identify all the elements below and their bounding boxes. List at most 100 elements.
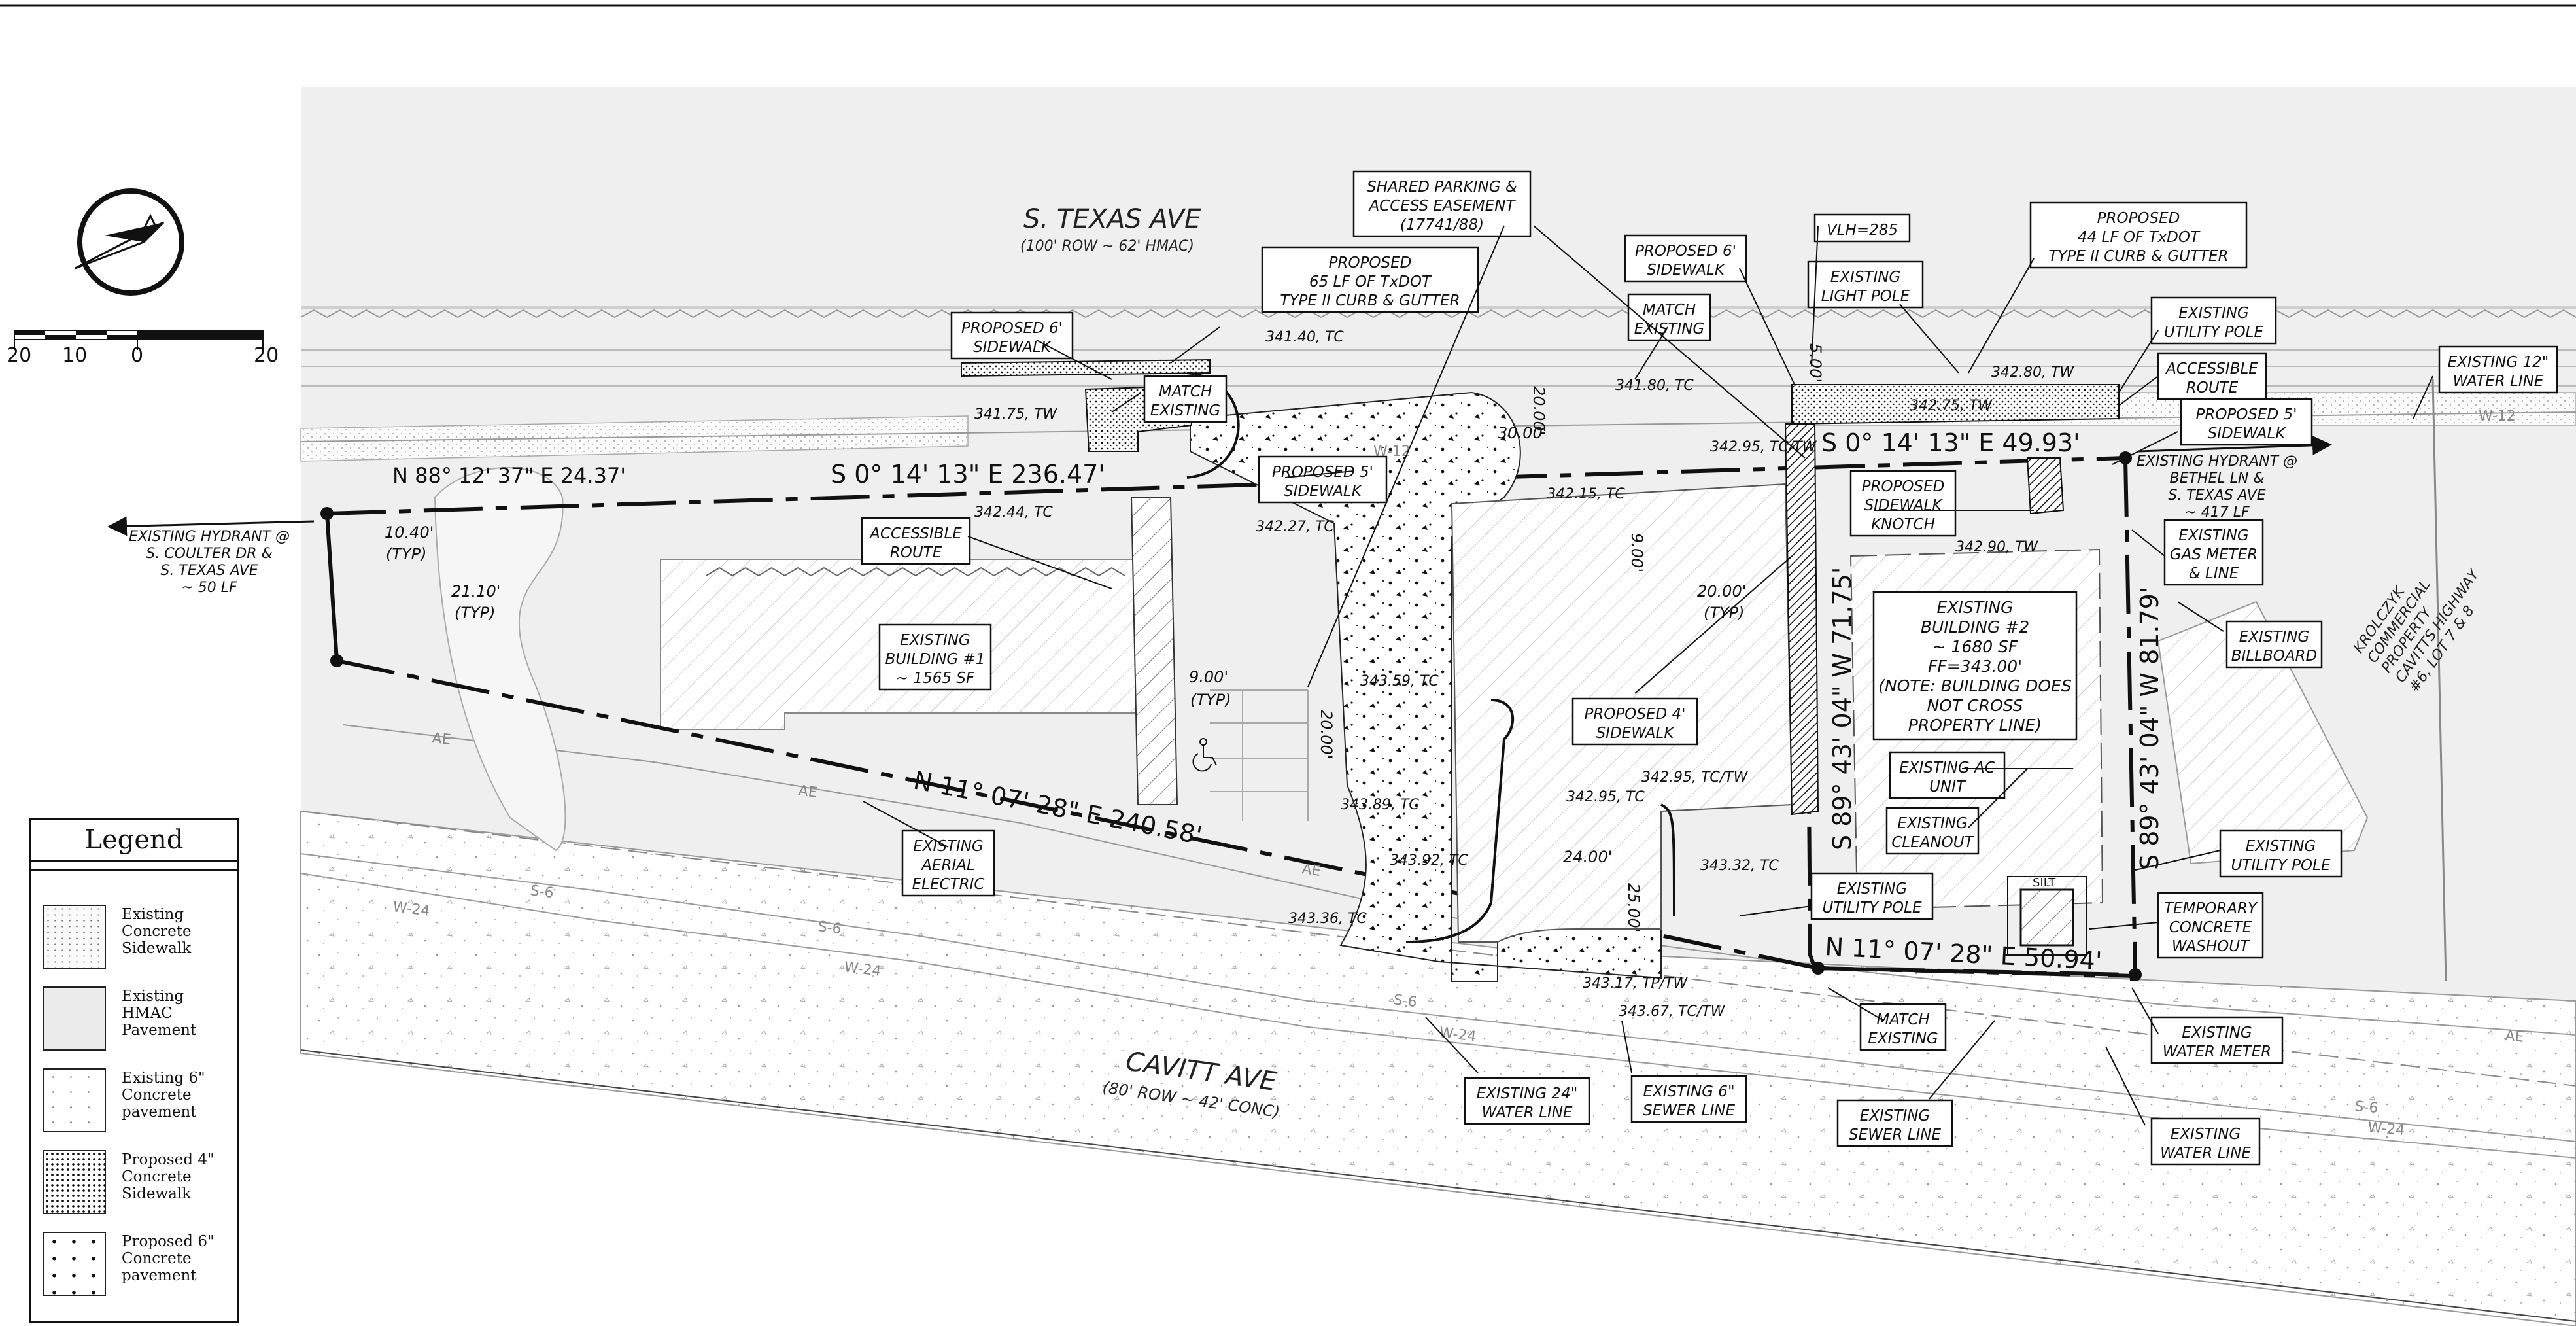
proposed-4-sidewalk-right [1791, 384, 2120, 425]
billboard-area [2157, 601, 2369, 865]
callout-proposed-5-sidewalk-right: PROPOSED 5'SIDEWALK [2180, 398, 2313, 446]
bearing-east-mid: S 89° 43' 04" W 71.75' [1828, 567, 1857, 850]
proposed-4-sidewalk-vertical [1784, 423, 1819, 816]
svg-text:BUILDING #2: BUILDING #2 [1921, 618, 2029, 637]
parking-lot-boundary [434, 467, 566, 852]
callout-existing-24-water: EXISTING 24"WATER LINE [1464, 1077, 1590, 1125]
proposed-4-sidewalk-knotch [2026, 457, 2065, 515]
callout-group: SHARED PARKING &ACCESS EASEMENT(17741/88… [861, 170, 2558, 1166]
svg-text:30.00': 30.00' [1498, 424, 1547, 442]
svg-text:10.40': 10.40' [385, 523, 434, 542]
callout-proposed-4-sidewalk: PROPOSED 4' SIDEWALK [1571, 697, 1698, 746]
elevation-labels: 341.40, TC 341.75, TW 341.80, TC 342.80,… [974, 329, 2074, 1020]
bearing-north-main: S 0° 14' 13" E 236.47' [831, 460, 1105, 489]
callout-text: EXISTING [2178, 305, 2249, 322]
callout-text: WATER LINE [2160, 1145, 2251, 1162]
svg-text:342.80, TW: 342.80, TW [1991, 364, 2074, 381]
svg-text:(TYP): (TYP) [386, 545, 427, 563]
svg-text:342.15, TC: 342.15, TC [1547, 486, 1625, 502]
label-ae-1: AE [431, 730, 451, 748]
svg-text:342.95, TC/TW: 342.95, TC/TW [1710, 439, 1817, 455]
legend-swatch [43, 905, 106, 969]
svg-text:20.00': 20.00' [1317, 710, 1335, 759]
callout-existing-utility-pole-top: EXISTING UTILITY POLE [2150, 296, 2277, 345]
callout-text: AERIAL [920, 857, 975, 874]
callout-text: PROPOSED 5' [2195, 406, 2297, 423]
svg-text:NOT CROSS: NOT CROSS [1927, 696, 2023, 715]
svg-text:20.00': 20.00' [1530, 386, 1548, 435]
callout-shared-parking: SHARED PARKING &ACCESS EASEMENT(17741/88… [1352, 170, 1532, 237]
bearing-north-right: S 0° 14' 13" E 49.93' [1821, 428, 2080, 457]
callout-text: UTILITY POLE [1823, 899, 1922, 916]
callout-text: WATER LINE [2453, 373, 2544, 390]
callout-text: EXISTING [2178, 527, 2249, 544]
callout-existing-12-water: EXISTING 12"WATER LINE [2438, 345, 2558, 394]
svg-text:(TYP): (TYP) [1704, 604, 1745, 622]
svg-text:FF=343.00': FF=343.00' [1928, 657, 2022, 676]
callout-text: LIGHT POLE [1821, 288, 1910, 305]
legend-item-proposed-6-pavement: Proposed 6" Concrete pavement [43, 1232, 233, 1297]
legend-swatch [43, 1150, 106, 1214]
svg-text:343.67, TC/TW: 343.67, TC/TW [1619, 1003, 1726, 1020]
street-row-texas: (100' ROW ~ 62' HMAC) [1020, 238, 1194, 254]
callout-text: SIDEWALK [1647, 262, 1726, 279]
callout-text: MATCH [1876, 1011, 1929, 1028]
callout-text: ELECTRIC [912, 876, 985, 893]
callout-text: SIDEWALK [1596, 725, 1675, 742]
callout-text: PROPOSED [1862, 478, 1945, 495]
label-w12-2: W-12 [2479, 408, 2516, 425]
callout-text: TYPE II CURB & GUTTER [2048, 248, 2228, 265]
svg-text:PROPERTY LINE): PROPERTY LINE) [1908, 716, 2042, 735]
svg-text:BETHEL LN &: BETHEL LN & [2170, 470, 2265, 487]
svg-text:9.00': 9.00' [1189, 668, 1228, 686]
callout-proposed-5-sidewalk-mid: PROPOSED 5'SIDEWALK [1258, 455, 1388, 504]
label-w24-4: W-24 [2367, 1119, 2405, 1139]
svg-text:EXISTING: EXISTING [1937, 598, 2014, 617]
label-s6-3: S-6 [1392, 992, 1418, 1011]
callout-text: PROPOSED [2097, 210, 2180, 227]
callout-text: PROPOSED 4' [1584, 706, 1685, 723]
callout-text: EXISTING [1860, 1108, 1931, 1125]
svg-text:343.59, TC: 343.59, TC [1360, 673, 1439, 689]
callout-text: WATER LINE [1482, 1104, 1573, 1121]
legend-swatch [43, 1232, 106, 1296]
north-arrow-icon [75, 188, 184, 296]
callout-text: EXISTING [1837, 881, 1908, 898]
svg-text:342.75, TW: 342.75, TW [1910, 398, 1993, 414]
callout-text: WATER METER [2163, 1043, 2271, 1060]
callout-text: UNIT [1929, 778, 1966, 795]
callout-text: UTILITY POLE [2164, 324, 2263, 341]
svg-text:343.17, TP/TW: 343.17, TP/TW [1583, 975, 1689, 992]
bearing-north-left: N 88° 12' 37" E 24.37' [392, 463, 626, 488]
svg-text:342.95, TC: 342.95, TC [1566, 789, 1645, 805]
svg-text:343.32, TC: 343.32, TC [1700, 858, 1779, 874]
callout-text: GAS METER [2170, 546, 2258, 563]
callout-text: ~ 1565 SF [896, 670, 975, 687]
callout-text: EXISTING [2171, 1126, 2241, 1143]
sewer-line-6 [300, 853, 2576, 1142]
callout-text: EXISTING [1634, 321, 1705, 338]
callout-text: PROPOSED 6' [1635, 243, 1736, 260]
legend-item-proposed-4-sidewalk: Proposed 4" Concrete Sidewalk [43, 1150, 233, 1215]
hydrant-label-left: EXISTING HYDRANT @ S. COULTER DR & S. TE… [129, 529, 290, 596]
svg-text:342.27, TC: 342.27, TC [1256, 519, 1334, 535]
svg-text:343.92, TC: 343.92, TC [1390, 852, 1468, 869]
svg-text:342.90, TW: 342.90, TW [1955, 539, 2038, 555]
svg-text:343.36, TC: 343.36, TC [1288, 911, 1367, 927]
svg-text:5.00': 5.00' [1806, 343, 1825, 383]
callout-text: WASHOUT [2172, 938, 2250, 955]
label-silt: SILT [2033, 876, 2056, 890]
proposed-4-sidewalk-texas-left [961, 358, 1211, 377]
svg-text:342.95, TC/TW: 342.95, TC/TW [1641, 769, 1749, 786]
callout-text: 44 LF OF TxDOT [2078, 229, 2201, 246]
callout-text: ACCESS EASEMENT [1367, 198, 1516, 215]
